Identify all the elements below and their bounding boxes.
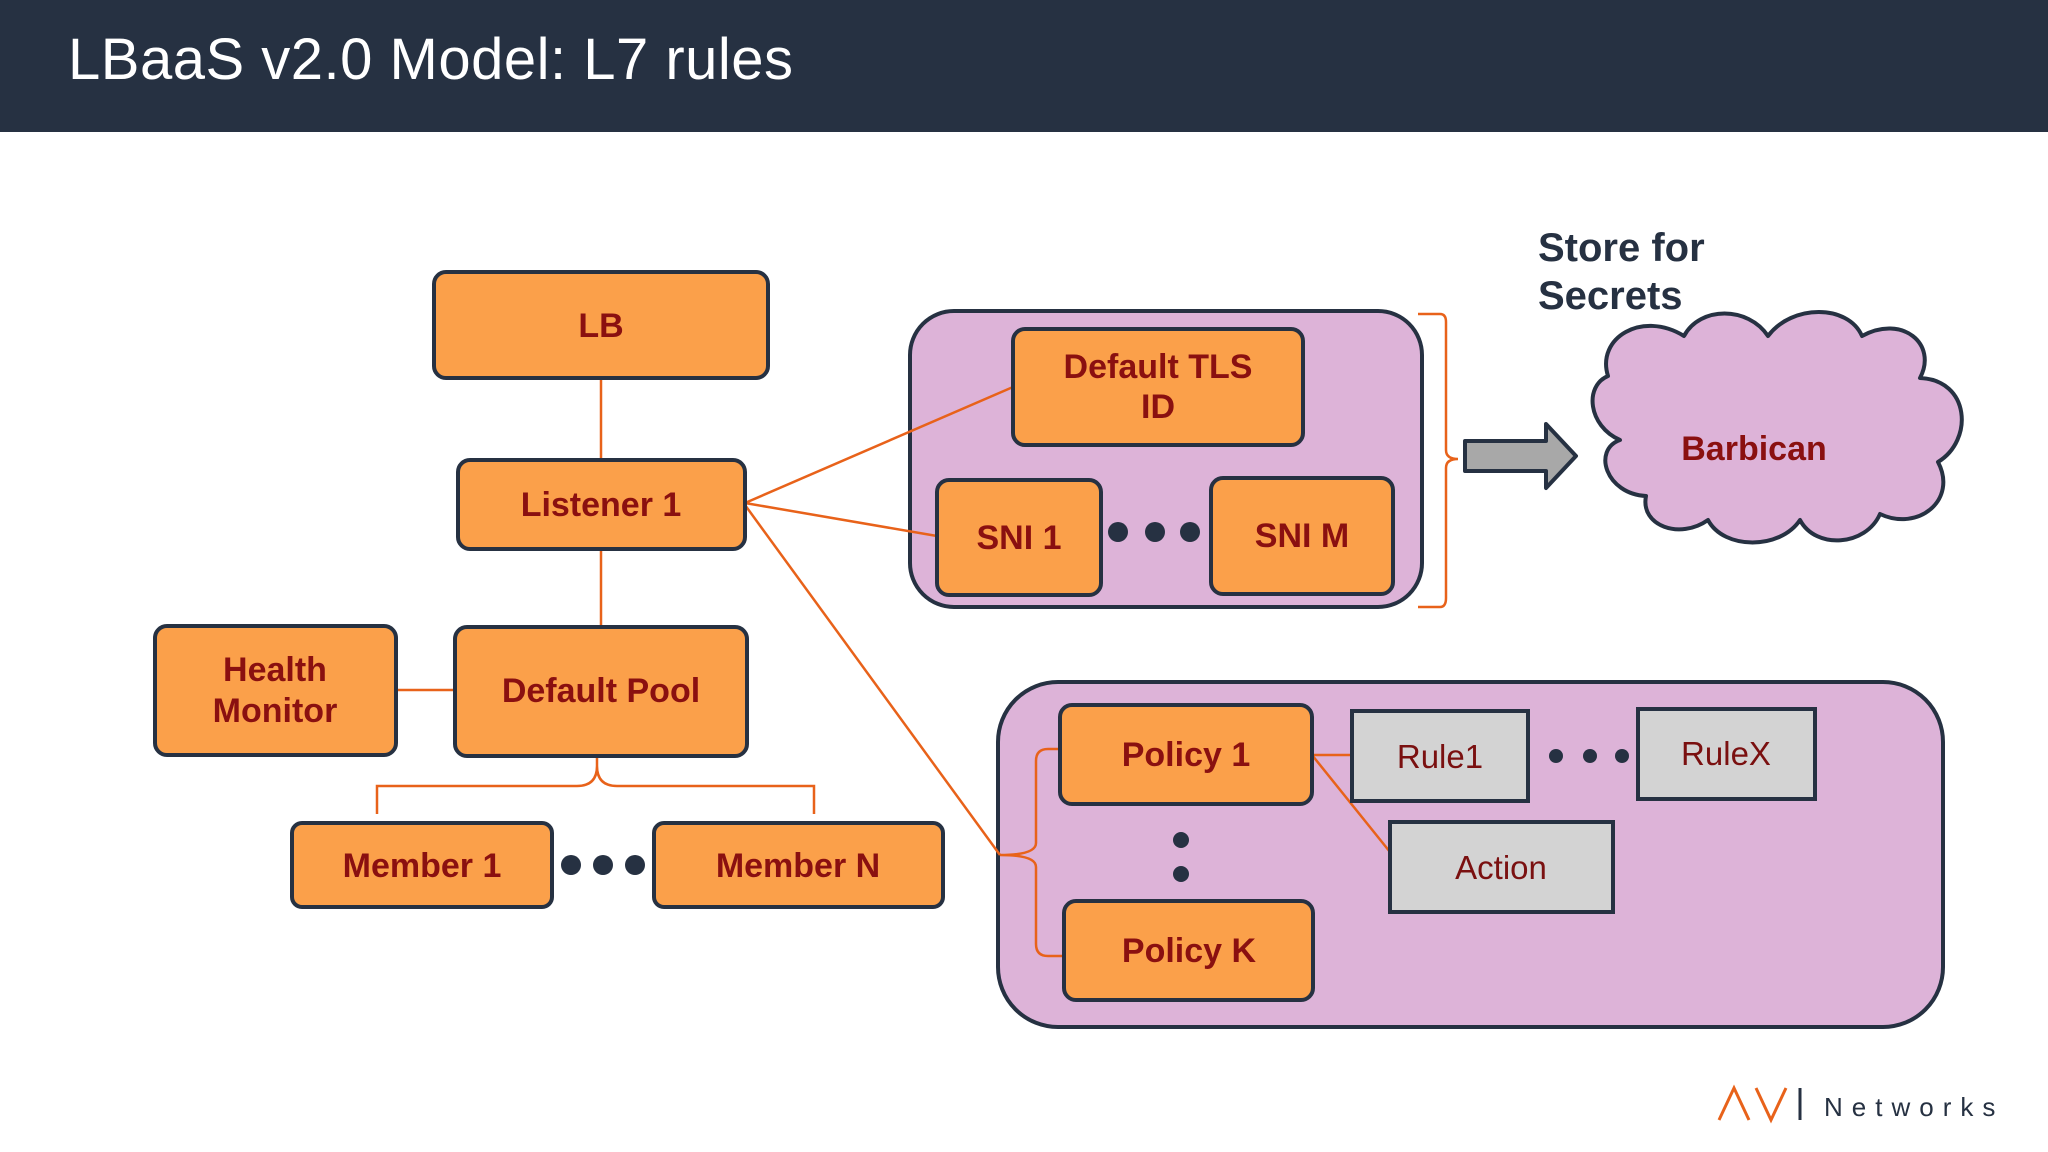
secrets-arrow [1463, 422, 1578, 490]
listener-node[interactable]: Listener 1 [456, 458, 747, 551]
health-monitor-label-line1: Health [223, 651, 327, 689]
sni-1-label: SNI 1 [976, 519, 1061, 557]
health-monitor-label-line2: Monitor [213, 692, 338, 730]
logo-wordmark: Networks [1824, 1092, 2005, 1122]
members-ellipsis [561, 855, 645, 875]
policy-1-label: Policy 1 [1122, 736, 1251, 774]
policy-vertical-ellipsis [1173, 832, 1189, 882]
avi-logo-icon [1717, 1084, 1802, 1124]
secrets-bracket [1418, 312, 1459, 609]
default-pool-node[interactable]: Default Pool [453, 625, 749, 758]
default-tls-label-line1: Default TLS [1064, 348, 1253, 386]
slide-header: LBaaS v2.0 Model: L7 rules [0, 0, 2048, 132]
rule-1-node[interactable]: Rule1 [1350, 709, 1530, 803]
member-1-label: Member 1 [343, 847, 502, 885]
rule-x-node[interactable]: RuleX [1636, 707, 1817, 801]
rule-1-label: Rule1 [1397, 738, 1483, 775]
action-label: Action [1455, 849, 1547, 886]
listener-label: Listener 1 [521, 486, 682, 524]
store-label-line1: Store for [1538, 226, 1705, 270]
member-n-label: Member N [716, 847, 880, 885]
store-label-line2: Secrets [1538, 274, 1683, 318]
listener-sni-connector [744, 501, 938, 538]
default-tls-node[interactable]: Default TLS ID [1011, 327, 1305, 447]
lb-label: LB [578, 307, 623, 345]
policy-bracket [999, 747, 1064, 958]
cloud-icon [1590, 310, 1964, 545]
sni-1-node[interactable]: SNI 1 [935, 478, 1103, 597]
default-pool-label: Default Pool [502, 672, 700, 710]
listener-tls-connector [744, 385, 1014, 505]
barbican-cloud[interactable]: Barbican [1590, 310, 1964, 545]
policy-action-connector [1311, 754, 1391, 853]
sni-m-node[interactable]: SNI M [1209, 476, 1395, 596]
member-1-node[interactable]: Member 1 [290, 821, 554, 909]
health-monitor-node[interactable]: Health Monitor [153, 624, 398, 757]
rule-ellipsis [1549, 749, 1629, 763]
sni-m-label: SNI M [1255, 517, 1349, 555]
slide-title: LBaaS v2.0 Model: L7 rules [68, 27, 794, 92]
default-tls-label-line2: ID [1141, 388, 1175, 426]
action-node[interactable]: Action [1388, 820, 1615, 914]
policy-1-node[interactable]: Policy 1 [1058, 703, 1314, 806]
member-n-node[interactable]: Member N [652, 821, 945, 909]
barbican-label: Barbican [1681, 430, 1827, 468]
policy-k-node[interactable]: Policy K [1062, 899, 1315, 1002]
lb-node[interactable]: LB [432, 270, 770, 380]
rule-x-label: RuleX [1681, 735, 1771, 772]
sni-ellipsis [1108, 522, 1200, 542]
policy-k-label: Policy K [1122, 932, 1257, 970]
listener-policy-connector [743, 504, 1002, 856]
members-bracket [375, 756, 816, 814]
